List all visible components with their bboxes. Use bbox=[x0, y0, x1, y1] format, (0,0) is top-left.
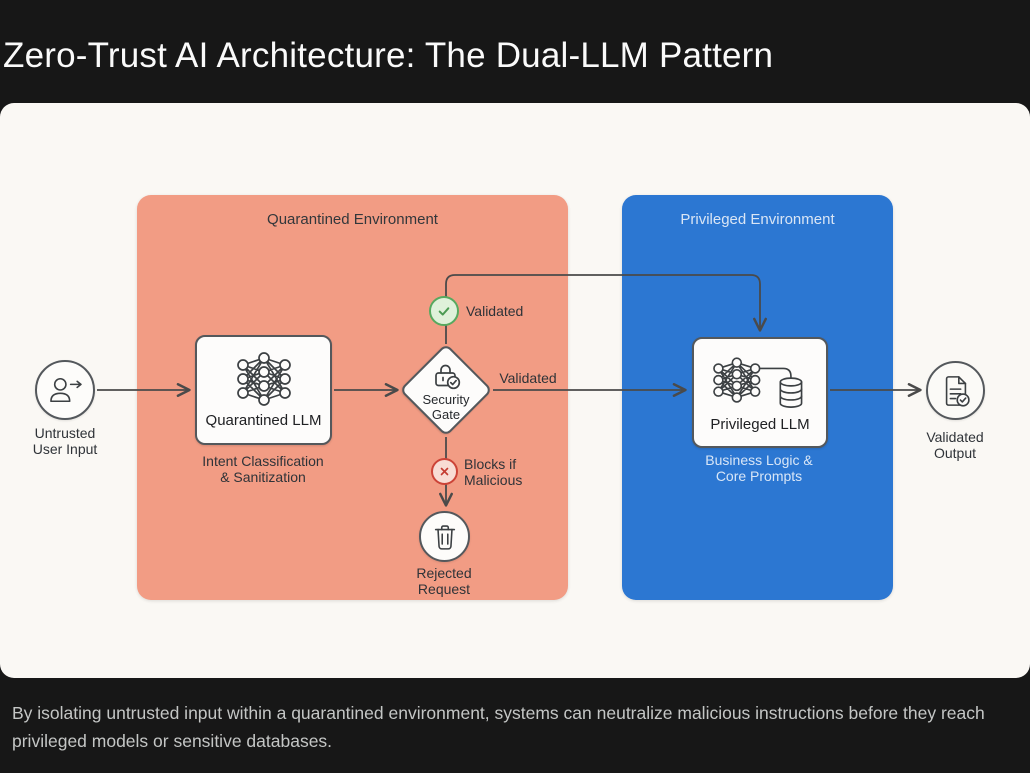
neural-network-icon bbox=[236, 352, 291, 406]
security-gate-content: Security Gate bbox=[401, 362, 491, 422]
blocked-x-badge bbox=[431, 458, 458, 485]
lock-check-icon bbox=[435, 364, 461, 390]
connector-validated-bypass bbox=[445, 274, 767, 344]
document-check-icon bbox=[945, 375, 970, 407]
nn-db-connector bbox=[758, 367, 792, 379]
blocks-if-malicious-label: Blocks if Malicious bbox=[464, 456, 523, 488]
privileged-environment-label: Privileged Environment bbox=[680, 211, 835, 228]
validated-check-badge bbox=[429, 296, 459, 326]
caption-bar: By isolating untrusted input within a qu… bbox=[0, 678, 1030, 773]
quarantined-llm-node: Quarantined LLM bbox=[195, 335, 332, 445]
caption-text: By isolating untrusted input within a qu… bbox=[12, 703, 985, 751]
user-arrow-icon bbox=[50, 377, 82, 403]
privileged-llm-node: Privileged LLM bbox=[692, 337, 828, 448]
security-gate-label: Security Gate bbox=[422, 392, 470, 422]
connector-lines bbox=[97, 274, 922, 507]
check-icon bbox=[438, 307, 450, 316]
untrusted-user-input-node bbox=[35, 360, 95, 420]
validated-right-label: Validated bbox=[499, 370, 557, 386]
untrusted-user-input-label: Untrusted User Input bbox=[32, 425, 98, 457]
rejected-request-node bbox=[419, 511, 470, 562]
validated-up-label: Validated bbox=[466, 303, 524, 319]
database-icon bbox=[779, 376, 803, 408]
diagram-canvas: Quarantined Environment Privileged Envir… bbox=[0, 103, 1030, 678]
privileged-llm-label: Privileged LLM bbox=[710, 415, 810, 433]
validated-output-label: Validated Output bbox=[926, 429, 984, 461]
privileged-llm-caption: Business Logic & Core Prompts bbox=[705, 452, 813, 484]
page-title: Zero-Trust AI Architecture: The Dual-LLM… bbox=[3, 36, 774, 75]
title-bar: Zero-Trust AI Architecture: The Dual-LLM… bbox=[0, 0, 1030, 103]
trash-icon bbox=[434, 524, 455, 550]
rejected-request-label: Rejected Request bbox=[416, 565, 472, 597]
quarantined-environment-label: Quarantined Environment bbox=[267, 211, 438, 228]
validated-output-node bbox=[926, 361, 985, 420]
quarantined-llm-caption: Intent Classification & Sanitization bbox=[202, 453, 324, 485]
quarantined-llm-label: Quarantined LLM bbox=[205, 412, 322, 429]
x-icon bbox=[440, 467, 449, 476]
neural-network-database-icon bbox=[713, 356, 803, 408]
